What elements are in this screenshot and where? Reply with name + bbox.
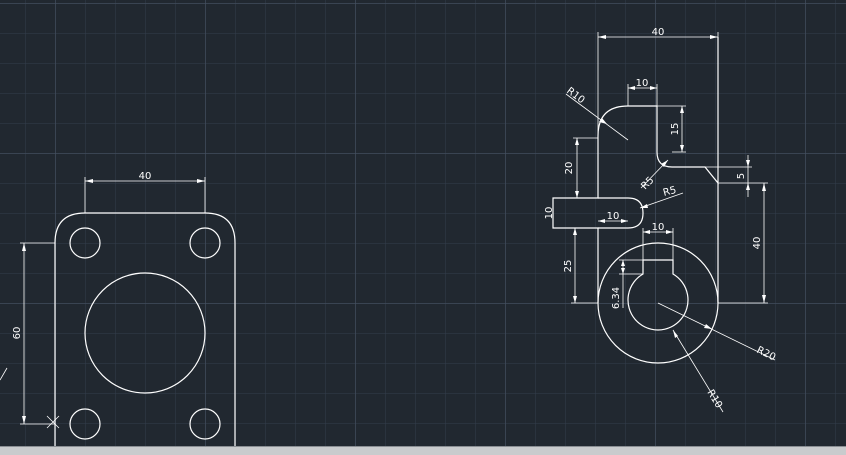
right-part-bracket[interactable]: 40 10 15 bbox=[544, 27, 778, 413]
cursor-cross-marker bbox=[0, 367, 60, 429]
dim-bracket-overall-width-text: 40 bbox=[652, 27, 665, 38]
dim-slot-vertical-10-text: 10 bbox=[544, 207, 555, 220]
dim-slot-top-width-text: 10 bbox=[636, 78, 649, 89]
bracket-slot-end[interactable] bbox=[598, 197, 644, 229]
flange-outline[interactable] bbox=[54, 212, 236, 446]
flange-bolt-hole-top-right[interactable] bbox=[189, 227, 221, 259]
dim-keyway-10-text: 10 bbox=[652, 222, 665, 233]
dim-slot-horizontal-10[interactable]: 10 bbox=[598, 211, 628, 223]
dim-keyway-10[interactable]: 10 bbox=[642, 222, 674, 260]
dim-keyway-6-34[interactable]: 6.34 bbox=[611, 259, 643, 309]
dim-flange-width[interactable]: 40 bbox=[84, 171, 206, 213]
dim-right-height-40[interactable]: 40 bbox=[718, 183, 768, 304]
dim-radius-r20-text: R20 bbox=[755, 345, 778, 364]
flange-bolt-hole-bottom-right[interactable] bbox=[189, 408, 221, 440]
left-part-flange[interactable]: 40 60 bbox=[0, 171, 236, 446]
flange-center-bore[interactable] bbox=[84, 272, 206, 394]
dim-slot-top-width[interactable]: 10 bbox=[627, 78, 658, 106]
dim-left-25[interactable]: 25 bbox=[563, 227, 598, 304]
dim-right-height-40-text: 40 bbox=[752, 237, 763, 250]
dim-radius-r10-top[interactable]: R10 bbox=[564, 86, 629, 141]
dim-slot-vertical-10[interactable]: 10 bbox=[544, 198, 555, 228]
dim-notch-5[interactable]: 5 bbox=[705, 155, 768, 197]
dim-radius-r10-top-text: R10 bbox=[564, 86, 586, 107]
dim-flange-height[interactable]: 60 bbox=[12, 242, 55, 425]
bracket-outline[interactable] bbox=[552, 37, 719, 303]
dim-radius-r10-bore-text: R10 bbox=[704, 388, 724, 411]
dim-flange-width-text: 40 bbox=[139, 171, 152, 182]
dim-left-20[interactable]: 20 bbox=[564, 137, 598, 199]
dim-flange-height-text: 60 bbox=[12, 327, 23, 340]
dim-keyway-6-34-text: 6.34 bbox=[611, 287, 622, 309]
dim-slot-top-depth-text: 15 bbox=[670, 123, 681, 136]
flange-bolt-hole-bottom-left[interactable] bbox=[69, 408, 101, 440]
dim-notch-5-text: 5 bbox=[736, 173, 747, 179]
status-bar-strip bbox=[0, 446, 846, 455]
bracket-bore-with-keyway[interactable] bbox=[627, 259, 689, 331]
dim-radius-r5-a-text: R5 bbox=[639, 175, 656, 192]
dim-left-20-text: 20 bbox=[564, 162, 575, 175]
dim-slot-top-depth[interactable]: 15 bbox=[657, 105, 686, 153]
dim-slot-horizontal-10-text: 10 bbox=[607, 211, 620, 222]
dim-left-25-text: 25 bbox=[563, 260, 574, 273]
flange-bolt-hole-top-left[interactable] bbox=[69, 227, 101, 259]
dim-radius-r5-b-text: R5 bbox=[662, 185, 678, 199]
dim-radius-r5-b[interactable]: R5 bbox=[639, 185, 684, 209]
dim-radius-r10-bore[interactable]: R10 bbox=[672, 329, 724, 413]
dim-bracket-overall-width[interactable]: 40 bbox=[597, 27, 719, 136]
